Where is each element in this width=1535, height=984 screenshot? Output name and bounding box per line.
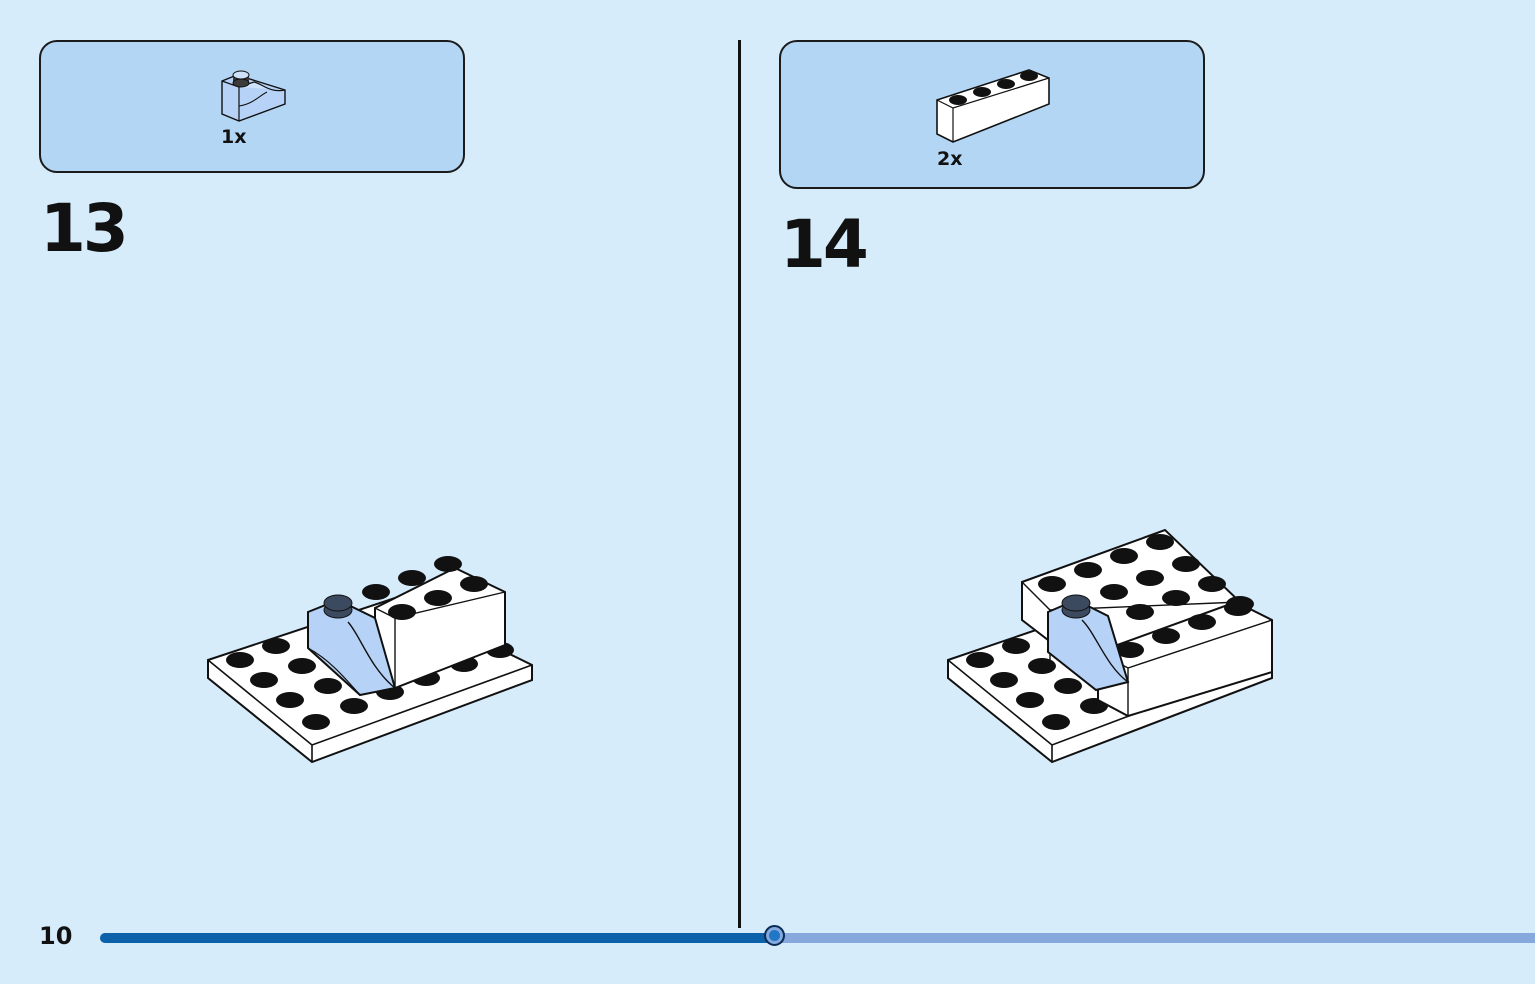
part-quantity: 2x bbox=[937, 148, 963, 170]
white-brick-1x4-icon bbox=[936, 69, 1050, 143]
step-14-parts-box: 2x bbox=[779, 40, 1205, 189]
part-quantity: 1x bbox=[221, 126, 247, 148]
step-14-model-illustration bbox=[947, 528, 1273, 764]
progress-marker bbox=[764, 925, 785, 946]
light-blue-arch-slope-icon bbox=[221, 70, 286, 122]
step-13-parts-box: 1x bbox=[39, 40, 465, 173]
step-13-model-illustration bbox=[207, 556, 533, 764]
step-number: 14 bbox=[780, 206, 869, 283]
page-number: 10 bbox=[39, 922, 73, 950]
step-number: 13 bbox=[40, 190, 129, 267]
progress-bar bbox=[100, 933, 1535, 943]
progress-bar-fill bbox=[100, 933, 774, 943]
page-divider bbox=[738, 40, 741, 928]
